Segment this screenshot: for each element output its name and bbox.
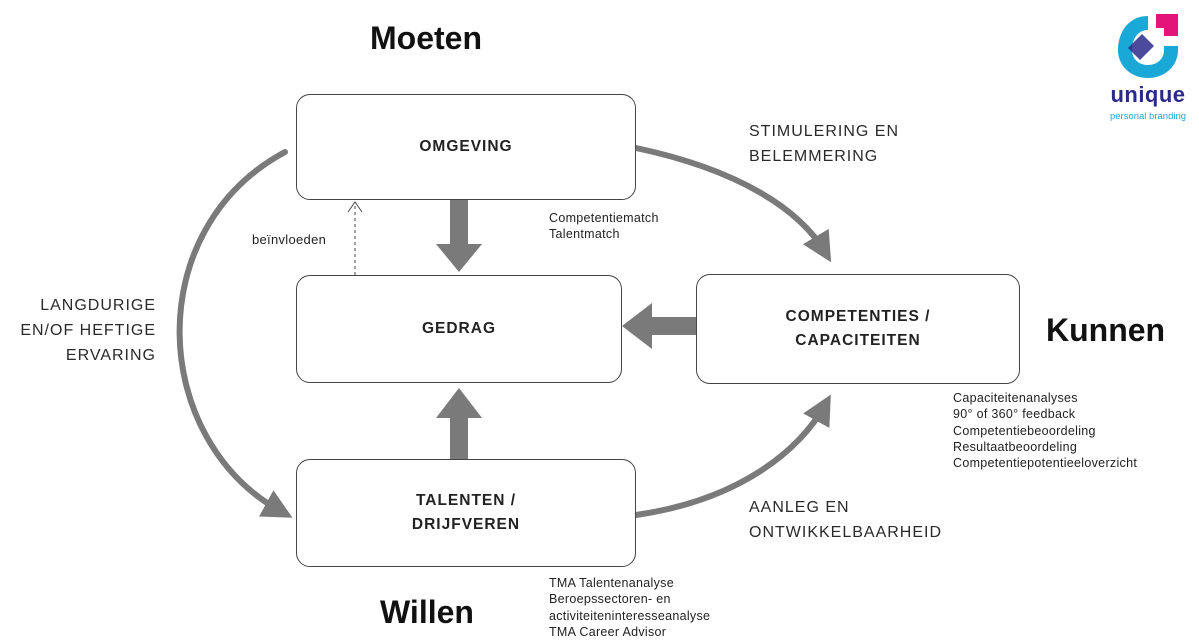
label-langdurige-line: LANGDURIGE bbox=[40, 297, 156, 314]
note-match-line: Competentiematch bbox=[549, 211, 659, 225]
heading-moeten: Moeten bbox=[370, 20, 482, 56]
box-competenties: COMPETENTIES / CAPACITEITEN bbox=[696, 274, 1020, 384]
label-stimulering-line: STIMULERING EN bbox=[749, 123, 900, 140]
box-talenten-line: TALENTEN / bbox=[415, 491, 517, 509]
box-gedrag-line: GEDRAG bbox=[421, 319, 497, 337]
label-stimulering: STIMULERING EN BELEMMERING bbox=[749, 120, 899, 170]
note-tma-line: TMA Career Advisor bbox=[549, 624, 667, 639]
arrow-talenten-to-competenties bbox=[633, 394, 831, 518]
arrow-competenties-to-gedrag bbox=[622, 303, 696, 349]
logo-tagline: personal branding bbox=[1109, 111, 1187, 122]
heading-willen: Willen bbox=[380, 594, 474, 630]
note-capaciteiten-line: Competentiebeoordeling bbox=[953, 423, 1096, 438]
label-beinvloeden: beïnvloeden bbox=[252, 232, 327, 247]
box-competenties-line: CAPACITEITEN bbox=[795, 332, 921, 349]
note-tma: TMA Talentenanalyse Beroepssectoren- en … bbox=[549, 575, 710, 640]
note-match-line: Talentmatch bbox=[549, 227, 620, 242]
arrow-omgeving-to-talenten bbox=[176, 149, 293, 518]
label-aanleg-line: ONTWIKKELBAARHEID bbox=[749, 523, 943, 541]
arrow-beinvloeden bbox=[347, 201, 363, 275]
box-competenties-line: COMPETENTIES / bbox=[785, 307, 931, 325]
label-stimulering-line: BELEMMERING bbox=[749, 147, 879, 165]
unique-logo-icon bbox=[1118, 14, 1178, 78]
label-aanleg-line: AANLEG EN bbox=[749, 499, 850, 516]
note-capaciteiten-line: Resultaatbeoordeling bbox=[953, 439, 1078, 454]
note-capaciteiten: Capaciteitenanalyses 90° of 360° feedbac… bbox=[953, 390, 1137, 471]
box-gedrag: GEDRAG bbox=[296, 275, 622, 383]
arrow-omgeving-to-gedrag bbox=[436, 200, 482, 272]
heading-kunnen: Kunnen bbox=[1046, 312, 1166, 348]
note-tma-line: Beroepssectoren- en bbox=[549, 592, 671, 607]
box-omgeving: OMGEVING bbox=[296, 94, 636, 200]
box-talenten: TALENTEN / DRIJFVEREN bbox=[296, 459, 636, 567]
box-talenten-line: DRIJFVEREN bbox=[411, 516, 521, 533]
label-langdurige: LANGDURIGE EN/OF HEFTIGE ERVARING bbox=[10, 294, 156, 368]
note-match: Competentiematch Talentmatch bbox=[549, 210, 659, 243]
note-capaciteiten-line: Competentiepotentieeloverzicht bbox=[953, 456, 1138, 470]
note-capaciteiten-line: Capaciteitenanalyses bbox=[953, 391, 1078, 405]
logo-word: unique bbox=[1110, 82, 1186, 107]
label-aanleg: AANLEG EN ONTWIKKELBAARHEID bbox=[749, 496, 942, 546]
arrow-talenten-to-gedrag bbox=[436, 388, 482, 459]
box-omgeving-line: OMGEVING bbox=[419, 137, 513, 155]
label-langdurige-line: ERVARING bbox=[65, 346, 156, 364]
arrow-omgeving-to-competenties bbox=[633, 145, 832, 263]
note-tma-line: activiteiteninteresseanalyse bbox=[549, 608, 711, 623]
note-tma-line: TMA Talentenanalyse bbox=[549, 576, 674, 590]
note-capaciteiten-line: 90° of 360° feedback bbox=[953, 407, 1076, 422]
label-langdurige-line: EN/OF HEFTIGE bbox=[20, 321, 156, 339]
